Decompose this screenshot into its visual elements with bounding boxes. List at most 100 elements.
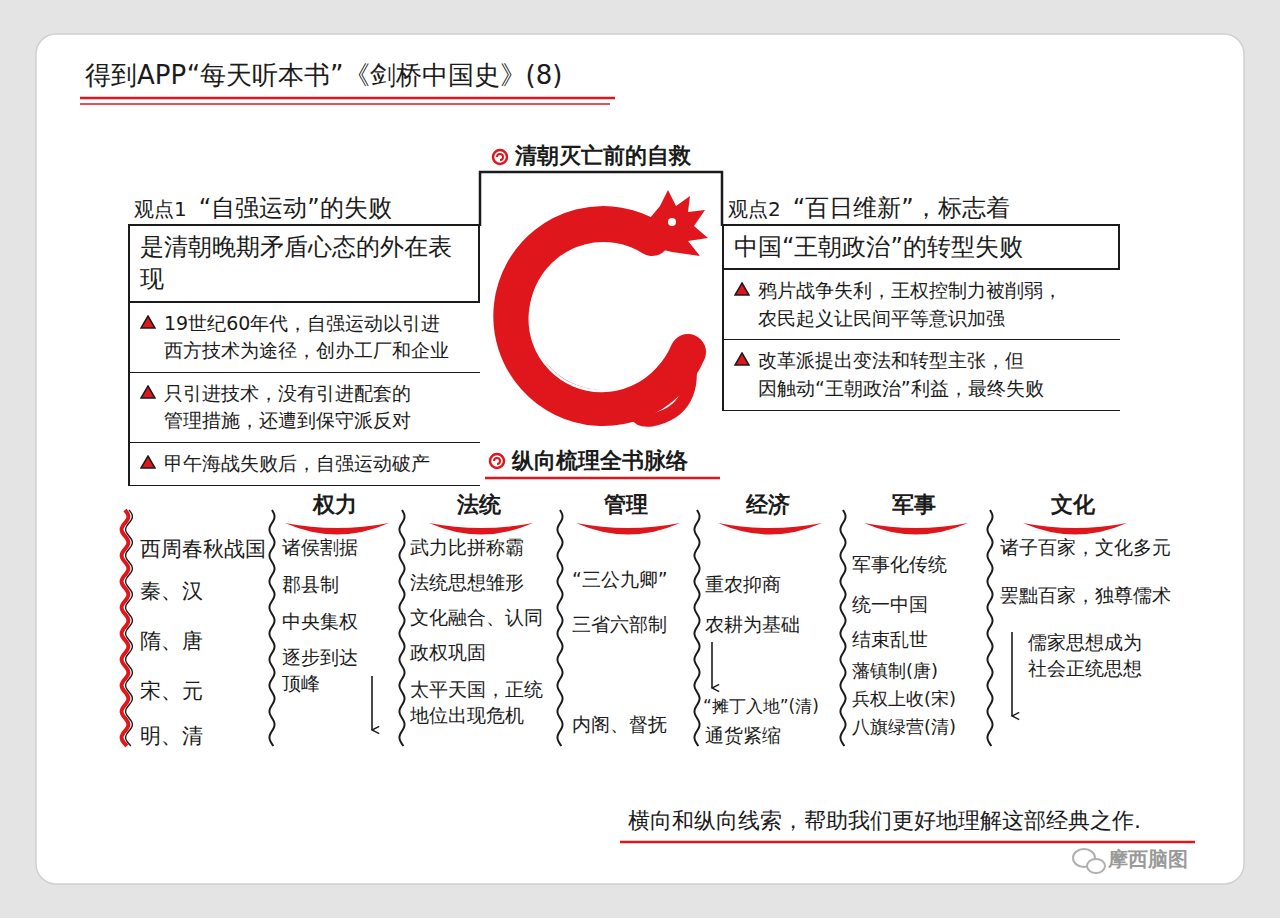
table-decoration <box>122 510 1127 746</box>
dragon-tail <box>636 352 690 420</box>
viewpoint-text: 是清朝晚期矛盾心态的外在表现 <box>140 231 468 296</box>
trend-arrow <box>1011 632 1013 716</box>
bullet-row: 鸦片战争失利，王权控制力被削弱， 农民起义让民间平等意识加强 <box>722 270 1120 340</box>
wavy-separator <box>694 510 699 746</box>
wavy-separator <box>557 510 562 746</box>
bullet-triangle <box>734 352 750 366</box>
bullet-triangle <box>140 315 156 329</box>
table-cell: 法统思想雏形 <box>410 570 556 596</box>
dragon-head <box>630 190 708 256</box>
table-cell: 逐步到达 顶峰 <box>282 645 366 696</box>
page-title: 得到APP“每天听本书”《剑桥中国史》(8) <box>85 58 562 93</box>
table-cell: 秦、汉 <box>140 577 268 605</box>
table-cell: 武力比拼称霸 <box>410 535 556 561</box>
bullet-triangle <box>141 316 155 328</box>
bullet-row: 改革派提出变法和转型主张，但 因触动“王朝政治”利益，最终失败 <box>722 340 1120 410</box>
caption-underline <box>620 841 1195 844</box>
dragon-eye <box>668 218 676 226</box>
header-swoosh <box>576 523 680 535</box>
table-cell: 三省六部制 <box>572 612 692 638</box>
table-cell: 宋、元 <box>140 677 268 705</box>
viewpoint-panel: 观点2 “百日维新”，标志着中国“王朝政治”的转型失败鸦片战争失利，王权控制力被削… <box>722 190 1120 411</box>
table-cell: 兵权上收(宋) <box>852 687 984 711</box>
table-cell: 文化融合、认同 <box>410 605 556 631</box>
table-cell: 通货紧缩 <box>705 723 839 749</box>
watermark: 摩西脑图 <box>1108 846 1218 873</box>
dragon-logo <box>511 190 708 420</box>
section-underline <box>485 477 720 480</box>
bullet-triangle <box>140 455 156 469</box>
bullet-triangle <box>735 283 749 295</box>
section-label: 清朝灭亡前的自救 <box>515 141 715 171</box>
bullet-triangle <box>735 353 749 365</box>
column-header: 军事 <box>892 490 952 520</box>
header-swoosh <box>285 523 389 535</box>
bullet-text: 鸦片战争失利，王权控制力被削弱， 农民起义让民间平等意识加强 <box>758 277 1112 332</box>
column-header: 文化 <box>1051 490 1111 520</box>
wavy-separator <box>987 510 992 746</box>
viewpoint-text: 中国“王朝政治”的转型失败 <box>734 231 1108 263</box>
viewpoint-heading: “百日维新”，标志着 <box>793 193 1010 224</box>
bullet-triangle <box>141 456 155 468</box>
viewpoint-box: 是清朝晚期矛盾心态的外在表现 <box>128 224 480 303</box>
section-label: 纵向梳理全书脉络 <box>512 446 722 476</box>
wavy-separator <box>269 510 274 746</box>
header-swoosh <box>718 523 822 535</box>
bullet-triangle <box>734 282 750 296</box>
table-cell: 太平天国，正统 地位出现危机 <box>410 677 556 728</box>
bullet-triangle <box>140 385 156 399</box>
table-cell: 重农抑商 <box>705 572 839 598</box>
table-cell: “三公九卿” <box>572 567 692 593</box>
table-cell: 隋、唐 <box>140 627 268 655</box>
dragon-stripe <box>530 247 670 391</box>
wechat-icon <box>1073 849 1105 873</box>
table-cell: 诸侯割据 <box>282 535 394 561</box>
table-cell: 明、清 <box>140 722 268 750</box>
wavy-separator <box>399 510 404 746</box>
table-cell: 军事化传统 <box>852 552 984 578</box>
viewpoint-tag: 观点1 <box>134 196 187 224</box>
bullet-triangle <box>141 386 155 398</box>
panel-header: 观点2 “百日维新”，标志着 <box>722 190 1120 224</box>
viewpoint-box: 中国“王朝政治”的转型失败 <box>722 224 1120 270</box>
column-header: 法统 <box>457 490 517 520</box>
bullet-row: 只引进技术，没有引进配套的 管理措施，还遭到保守派反对 <box>128 373 480 443</box>
bullet-text: 甲午海战失败后，自强运动破产 <box>164 450 472 478</box>
bullet-text: 只引进技术，没有引进配套的 管理措施，还遭到保守派反对 <box>164 380 472 435</box>
spiral-icon <box>490 454 504 468</box>
viewpoint-tag: 观点2 <box>728 196 781 224</box>
column-header: 管理 <box>604 490 664 520</box>
header-swoosh <box>429 523 533 535</box>
table-cell: 统一中国 <box>852 592 984 618</box>
table-cell: 藩镇制(唐) <box>852 659 984 683</box>
card <box>36 34 1244 884</box>
spiral-icon <box>493 150 507 164</box>
page-caption: 横向和纵向线索，帮助我们更好地理解这部经典之作. <box>628 806 1141 836</box>
viewpoint-panel: 观点1 “自强运动”的失败是清朝晚期矛盾心态的外在表现 19世纪60年代，自强运动以… <box>128 190 480 486</box>
bullet-text: 19世纪60年代，自强运动以引进 西方技术为途径，创办工厂和企业 <box>164 310 472 365</box>
table-cell: 中央集权 <box>282 609 394 635</box>
table-cell: 西周春秋战国 <box>140 535 268 563</box>
table-cell: 农耕为基础 <box>705 612 839 638</box>
table-cell: 政权巩固 <box>410 640 556 666</box>
column-header: 权力 <box>313 490 373 520</box>
wavy-separator <box>126 510 133 746</box>
trend-arrow <box>711 642 713 688</box>
table-cell: 罢黜百家，独尊儒术 <box>1000 583 1185 609</box>
trend-arrow <box>371 676 373 730</box>
dragon-body <box>511 224 688 408</box>
bullet-row: 19世纪60年代，自强运动以引进 西方技术为途径，创办工厂和企业 <box>128 303 480 373</box>
table-cell: 八旗绿营(清) <box>852 715 984 739</box>
header-swoosh <box>1023 523 1127 535</box>
table-cell: 儒家思想成为 社会正统思想 <box>1028 630 1158 681</box>
table-cell: 郡县制 <box>282 572 394 598</box>
wavy-separator <box>840 510 845 746</box>
table-cell: 内阁、督抚 <box>572 712 692 738</box>
bullet-row: 甲午海战失败后，自强运动破产 <box>128 443 480 486</box>
table-cell: “摊丁入地”(清) <box>703 695 839 718</box>
table-cell: 诸子百家，文化多元 <box>1000 535 1185 561</box>
title-underline <box>80 103 610 105</box>
panel-header: 观点1 “自强运动”的失败 <box>128 190 480 224</box>
viewpoint-heading: “自强运动”的失败 <box>199 193 392 224</box>
